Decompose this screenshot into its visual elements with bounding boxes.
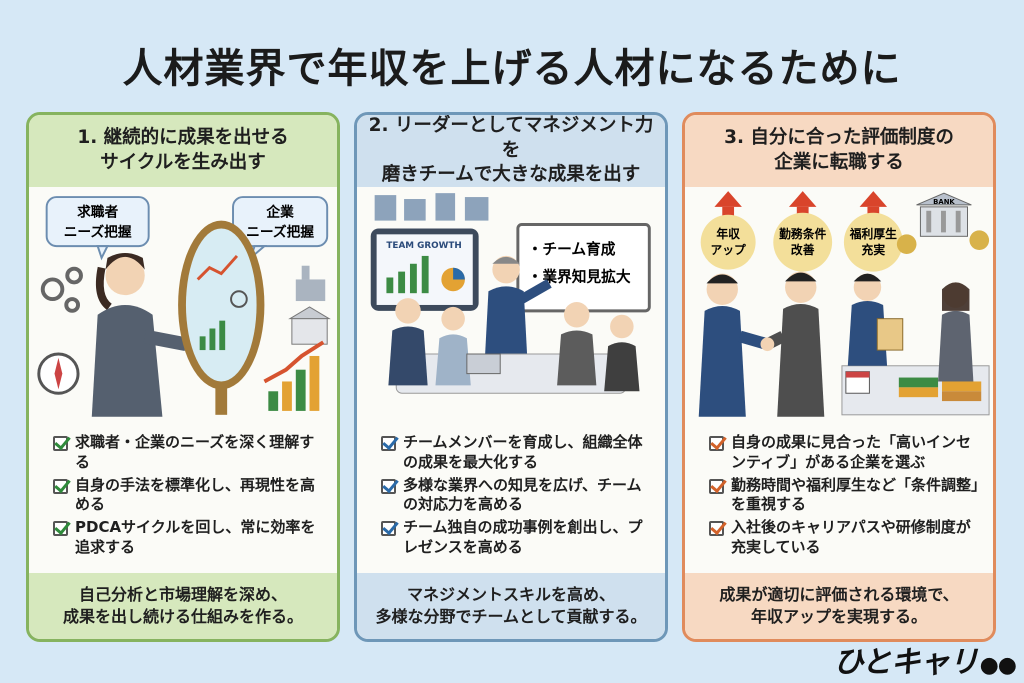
panel-heading: 1. 継続的に成果を出せる サイクルを生み出す [29,115,337,187]
heading-line-1: 2. リーダーとしてマネジメント力を [368,114,654,161]
checkbox-icon [709,436,724,451]
bank-icon: BANK [916,192,972,237]
list-item: 求職者・企業のニーズを深く理解する [53,433,327,473]
candidate-person [698,273,770,417]
panel-management: 2. リーダーとしてマネジメント力を 磨きチームで大きな成果を出す TEAM G… [354,112,668,642]
svg-text:求職者: 求職者 [77,204,118,221]
svg-text:勤務条件: 勤務条件 [779,227,826,241]
person-illustration [91,252,188,417]
meeting-illustration: TEAM GROWTH ・チーム育成 ・業界知見拡大 [370,193,651,394]
benefits-badge: 福利厚生 充実 [843,191,903,272]
panel-summary: 自己分析と市場理解を深め、 成果を出し続ける仕組みを作る。 [29,573,337,639]
list-item: 自身の成果に見合った「高いインセンティブ」がある企業を選ぶ [709,433,983,473]
factory-icon [295,265,326,302]
panel-cycle: 1. 継続的に成果を出せる サイクルを生み出す 求職者 ニーズ把握 企業 ニーズ… [26,112,340,642]
attendee-person [604,314,640,392]
checkbox-icon [709,521,724,537]
people-icon: ●● [979,653,1017,678]
svg-text:アップ: アップ [711,243,747,257]
bubble-candidate-needs: 求職者 ニーズ把握 [45,196,150,261]
mirror-icon [178,220,265,415]
svg-text:・チーム育成: ・チーム育成 [528,240,616,258]
bubble-company-needs: 企業 ニーズ把握 [232,196,329,261]
checkbox-icon [381,521,396,537]
attendee-person [388,298,428,386]
heading-line-1: 3. 自分に合った評価制度の [724,127,954,149]
list-item: PDCAサイクルを回し、常に効率を追求する [53,518,327,558]
work-conditions-badge: 勤務条件 改善 [773,191,833,272]
svg-text:BANK: BANK [933,198,955,206]
hr-person [847,273,904,366]
svg-text:ニーズ把握: ニーズ把握 [64,223,132,240]
checklist: チームメンバーを育成し、組織全体の成果を最大化する 多様な業界への知見を広げ、チ… [381,433,655,561]
summary-line-2: 年収アップを実現する。 [750,607,927,626]
heading-line-2: 磨きチームで大きな成果を出す [381,164,641,186]
building-icons [374,193,489,221]
svg-text:ニーズ把握: ニーズ把握 [246,223,314,240]
checkbox-icon [53,521,68,537]
list-item: チームメンバーを育成し、組織全体の成果を最大化する [381,433,655,473]
svg-text:福利厚生: 福利厚生 [849,227,897,241]
heading-line-2: サイクルを生み出す [100,152,266,173]
svg-text:充実: 充実 [862,243,886,257]
checklist: 自身の成果に見合った「高いインセンティブ」がある企業を選ぶ 勤務時間や福利厚生な… [709,433,983,561]
handshake-icon [760,337,775,352]
attendee-person [557,302,597,386]
page-title: 人材業界で年収を上げる人材になるために [122,46,902,92]
salary-up-badge: 年収 アップ [700,191,756,270]
panel-heading: 2. リーダーとしてマネジメント力を 磨きチームで大きな成果を出す [357,115,665,187]
list-item: チーム独自の成功事例を創出し、プレゼンスを高める [381,518,655,558]
office-building-icon [288,306,331,345]
leader-person [484,255,552,366]
svg-text:・業界知見拡大: ・業界知見拡大 [528,267,631,285]
whiteboard: ・チーム育成 ・業界知見拡大 [516,223,651,313]
heading-line-2: 企業に転職する [774,152,904,173]
svg-text:年収: 年収 [716,227,740,241]
attendee-person [435,306,471,386]
summary-line-1: 自己分析と市場理解を深め、 [78,585,287,605]
svg-text:TEAM GROWTH: TEAM GROWTH [386,241,461,251]
employer-person [764,271,825,417]
svg-text:企業: 企業 [265,204,294,221]
compass-icon [37,352,80,395]
brand-logo: ひとキャリ●● [833,645,1017,680]
checkbox-icon [381,478,396,494]
checkbox-icon [53,436,68,451]
gear-icon [40,266,83,313]
team-growth-screen: TEAM GROWTH [370,228,479,311]
checkbox-icon [709,478,724,494]
svg-text:改善: 改善 [791,243,815,257]
summary-line-1: 成果が適切に評価される環境で、 [719,585,959,605]
calendar-icon [845,371,870,394]
summary-line-2: 成果を出し続ける仕組みを作る。 [62,607,303,626]
list-item: 勤務時間や福利厚生など「条件調整」を重視する [709,476,983,516]
heading-line-1: 1. 継続的に成果を出せる [77,127,289,149]
checklist: 求職者・企業のニーズを深く理解する 自身の手法を標準化し、再現性を高める PDC… [53,433,327,561]
panel-career-change: 3. 自分に合った評価制度の 企業に転職する 年収 アップ 勤務条件 改善 福利… [682,112,996,642]
panel-summary: マネジメントスキルを高め、 多様な分野でチームとして貢献する。 [357,573,665,639]
money-bag-icon [896,230,990,254]
mirror-illustration: 求職者 ニーズ把握 企業 ニーズ把握 [37,196,331,417]
summary-line-2: 多様な分野でチームとして貢献する。 [375,607,647,626]
panel-heading: 3. 自分に合った評価制度の 企業に転職する [685,115,993,187]
checkbox-icon [381,436,396,451]
checkbox-icon [53,478,68,494]
summary-line-1: マネジメントスキルを高め、 [406,585,615,605]
list-item: 自身の手法を標準化し、再現性を高める [53,476,327,516]
woman-person [938,282,974,382]
list-item: 多様な業界への知見を広げ、チームの対応力を高める [381,476,655,516]
laptop-icon [466,353,501,375]
binders-icon [898,377,982,402]
growth-chart-icon [263,340,325,411]
list-item: 入社後のキャリアパスや研修制度が充実している [709,518,983,558]
panel-summary: 成果が適切に評価される環境で、 年収アップを実現する。 [685,573,993,639]
handshake-illustration: 年収 アップ 勤務条件 改善 福利厚生 充実 BANK [698,191,990,417]
